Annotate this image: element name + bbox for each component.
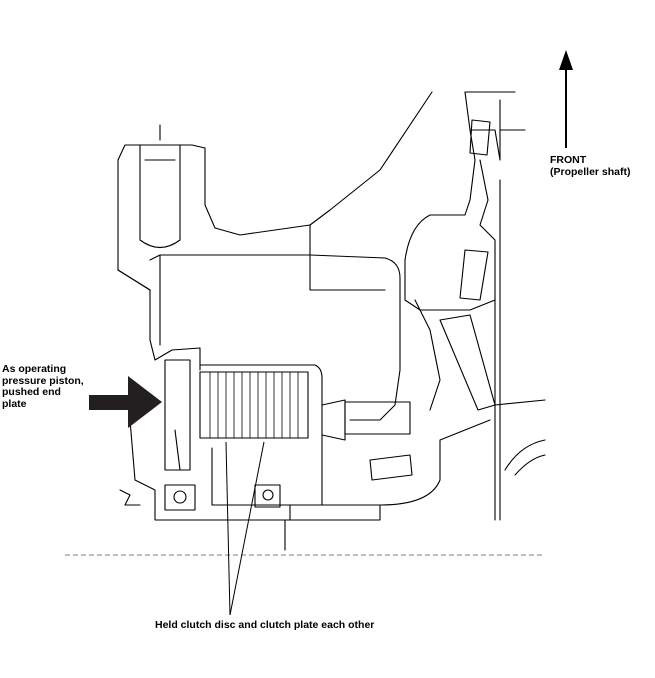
clutch-label: Held clutch disc and clutch plate each o… (155, 619, 375, 631)
front-label-line2: (Propeller shaft) (550, 165, 631, 178)
clutch-pack (164, 359, 411, 506)
piston-label-line2: pressure piston, (2, 374, 84, 387)
housing (117, 91, 546, 521)
front-label-line1: FRONT (550, 154, 587, 166)
piston-label: As operating pressure piston, pushed end… (2, 363, 102, 410)
pressure-arrow-icon (89, 376, 162, 428)
clutch-pointer-lines (225, 441, 265, 616)
bearings (369, 119, 496, 481)
piston-label-line4: plate (2, 397, 27, 410)
piston-label-line3: pushed end (2, 386, 61, 398)
front-label: FRONT (Propeller shaft) (550, 154, 650, 178)
front-direction-arrow (559, 50, 573, 148)
lower-housing (119, 419, 491, 551)
piston-label-line1: As operating (2, 363, 67, 375)
